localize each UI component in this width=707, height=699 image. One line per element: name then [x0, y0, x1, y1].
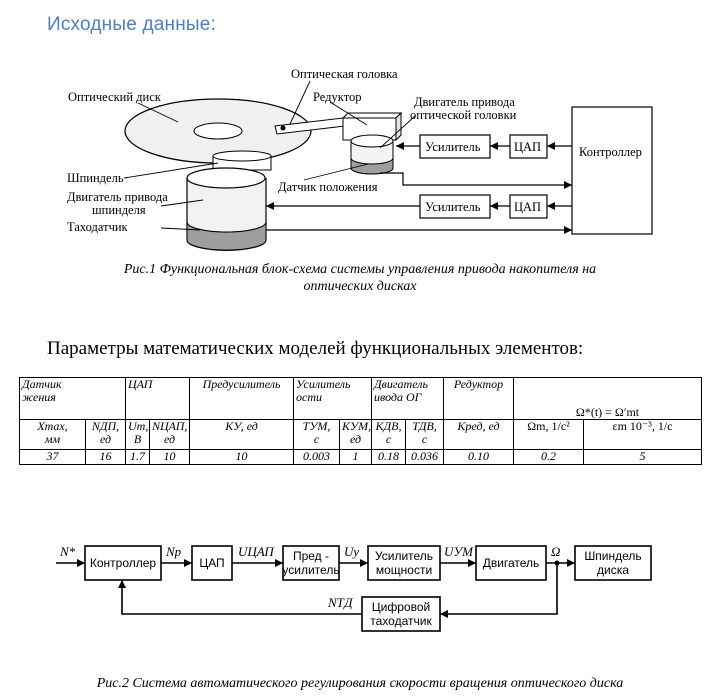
param-ncap: NЦАП,ед: [149, 419, 191, 450]
value-cell: 1: [339, 449, 373, 465]
value-cell: 10: [189, 449, 295, 465]
param-kred: Kред, ед: [443, 419, 515, 450]
label-spindle-motor-1: Двигатель привода: [67, 190, 168, 204]
figure1-arrows: [266, 142, 572, 234]
group-omega-law: Ω*(t) = Ω′mt: [513, 377, 703, 420]
table-values-row: 37 16 1.7 10 10 0.003 1 0.18 0.036 0.10 …: [19, 449, 703, 465]
value-cell: 0.10: [443, 449, 515, 465]
label-head-motor-1: Двигатель привода: [414, 95, 515, 109]
value-cell: 37: [19, 449, 86, 465]
value-cell: 10: [149, 449, 191, 465]
param-ky: KУ, ед: [189, 419, 295, 450]
label-tachometer: Таходатчик: [67, 220, 129, 234]
group-preamp: Предусилитель: [189, 377, 295, 420]
signal-u-um: UУМ: [444, 544, 474, 559]
param-um: Um,В: [125, 419, 151, 450]
value-cell: 5: [583, 449, 703, 465]
param-kum: KУМ,ед: [339, 419, 373, 450]
fig2-power-amp-label-2: мощности: [376, 563, 432, 577]
label-spindle: Шпиндель: [67, 171, 124, 185]
section-heading: Исходные данные:: [47, 14, 217, 35]
param-kdv: KДВ,с: [371, 419, 407, 450]
fig2-preamp-label-2: усилитель: [282, 563, 339, 577]
value-cell: 0.003: [293, 449, 341, 465]
param-xmax: Xmax,мм: [19, 419, 86, 450]
label-amplifier-top: Усилитель: [425, 140, 481, 154]
param-omega-m: Ωm, 1/с²: [513, 419, 585, 450]
param-eps-m: εm 10⁻³, 1/с: [583, 419, 703, 450]
fig2-controller-label: Контроллер: [90, 556, 157, 570]
table-param-row: Xmax,мм NДП,ед Um,В NЦАП,ед KУ, ед TУМ,с…: [19, 419, 703, 450]
label-head-motor-2: оптической головки: [410, 108, 517, 122]
spindle-motor-drawing: [186, 167, 267, 251]
figure1-caption-line2: оптических дисках: [303, 279, 417, 294]
figure1-caption-line1: Рис.1 Функциональная блок-схема системы …: [123, 262, 597, 277]
fig2-spindle-label-2: диска: [597, 563, 629, 577]
fig2-spindle-block: [574, 545, 652, 581]
label-reducer: Редуктор: [313, 90, 362, 104]
value-cell: 0.2: [513, 449, 585, 465]
fig2-motor-label: Двигатель: [483, 556, 540, 570]
value-cell: 0.036: [405, 449, 445, 465]
fig2-preamp-label-1: Пред -: [293, 549, 329, 563]
param-tum: TУМ,с: [293, 419, 341, 450]
figure2-caption: Рис.2 Система автоматического регулирова…: [96, 676, 624, 691]
signal-u-cap: UЦАП: [238, 544, 275, 559]
fig2-preamp-block: [282, 545, 340, 581]
label-spindle-motor-2: шпинделя: [92, 203, 146, 217]
signal-omega: Ω: [551, 544, 560, 559]
fig2-spindle-label-1: Шпиндель: [584, 549, 641, 563]
fig2-power-amp-block: [367, 545, 441, 581]
group-reducer: Редуктор: [443, 377, 515, 420]
controller-block: [571, 106, 653, 235]
label-position-sensor: Датчик положения: [278, 180, 378, 194]
group-dac: ЦАП: [125, 377, 191, 420]
signal-n-td: NТД: [327, 595, 353, 610]
signal-n-p: Np: [165, 544, 182, 559]
signal-u-y: Uу: [344, 544, 359, 559]
fig2-power-amp-label-1: Усилитель: [375, 549, 433, 563]
spindle-drawing: [212, 150, 272, 171]
param-ndp: NДП,ед: [84, 419, 127, 450]
label-dac-top: ЦАП: [514, 140, 541, 154]
figure1-leaders: [123, 80, 416, 231]
signal-n-star: N*: [59, 544, 76, 559]
fig2-tacho-label-1: Цифровой: [372, 600, 430, 614]
value-cell: 16: [84, 449, 127, 465]
label-controller: Контроллер: [579, 145, 642, 159]
param-tdv: TДВ,с: [405, 419, 445, 450]
label-dac-bottom: ЦАП: [514, 200, 541, 214]
value-cell: 1.7: [125, 449, 151, 465]
figure2-arrows: [77, 559, 575, 618]
fig2-tacho-label-2: таходатчик: [370, 614, 432, 628]
fig2-dac-label: ЦАП: [199, 556, 224, 570]
reducer-drawing: [341, 111, 403, 142]
label-optical-disk: Оптический диск: [68, 90, 162, 104]
label-amplifier-bottom: Усилитель: [425, 200, 481, 214]
label-optical-head: Оптическая головка: [291, 67, 398, 81]
value-cell: 0.18: [371, 449, 407, 465]
params-title: Параметры математических моделей функцио…: [47, 338, 584, 359]
head-motor-drawing: [350, 134, 394, 175]
